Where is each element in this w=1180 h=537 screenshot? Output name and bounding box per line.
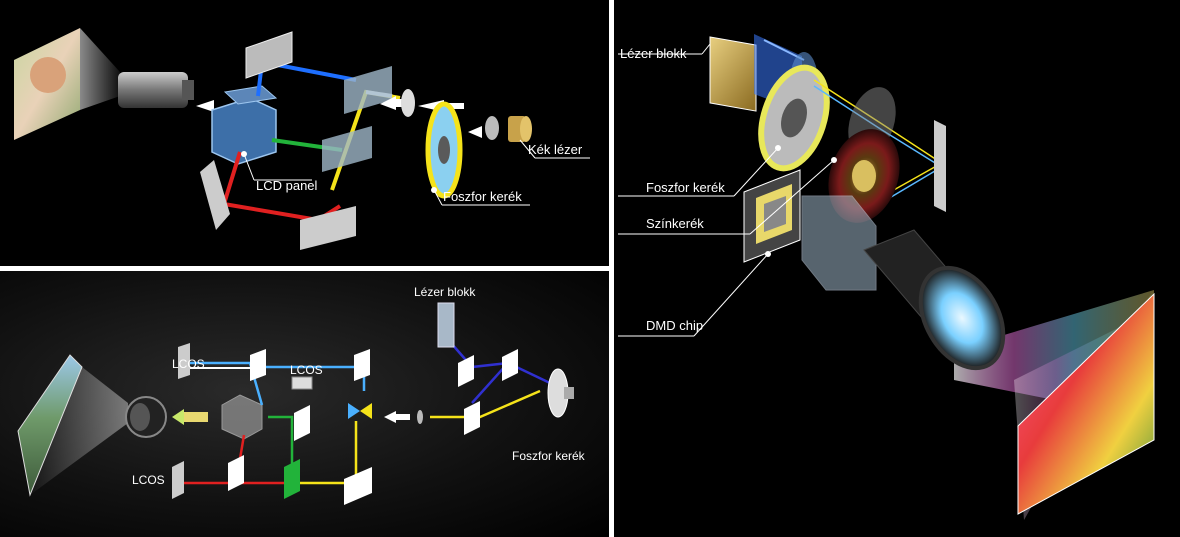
label-laser-block-dlp: Lézer blokk — [620, 46, 687, 61]
tir-prism — [801, 195, 877, 291]
mirror-top — [245, 31, 293, 79]
leader-phosphor-dlp-dot — [775, 145, 781, 151]
label-color-wheel: Színkerék — [646, 216, 704, 231]
laser-block-dlp — [709, 36, 757, 112]
condenser-lens — [401, 89, 415, 117]
label-blue-laser: Kék lézer — [528, 142, 583, 157]
leader-laser — [519, 139, 536, 159]
dichroic-green — [284, 459, 300, 499]
dichroic-mirror-1 — [344, 66, 392, 114]
label-lcos-bottom: LCOS — [132, 473, 165, 487]
dmd-chip-surface — [764, 196, 786, 232]
label-phosphor-wheel: Foszfor kerék — [443, 189, 522, 204]
leader-phosphor-dot — [431, 187, 437, 193]
laser-arrow — [468, 126, 482, 138]
lcd-optics-svg — [14, 28, 590, 250]
splitter-blue — [348, 403, 360, 419]
label-lcos-mid: LCOS — [290, 363, 323, 377]
leader-lcd-dot — [241, 151, 247, 157]
dlp-optics-svg — [618, 34, 1155, 520]
leader-color-wheel-dot — [831, 157, 837, 163]
projection-lens-front-dlp — [918, 265, 1006, 371]
leader-laser-dlp — [701, 43, 711, 55]
laser-block — [437, 302, 455, 348]
mirror-lcos-5 — [344, 467, 372, 505]
arrow-white-lcos — [384, 411, 396, 423]
dlp-projector-diagram: Lézer blokk Foszfor kerék Színkerék DMD … — [614, 0, 1180, 537]
mirror-bottom — [300, 206, 356, 250]
phosphor-wheel-hub — [438, 136, 450, 164]
cross-prism — [221, 394, 263, 440]
green-path-lcos — [268, 415, 294, 467]
arrow-into-system — [380, 96, 396, 110]
mirror-lcos-6 — [464, 401, 480, 435]
output-arrow — [172, 409, 184, 425]
label-dmd-chip: DMD chip — [646, 318, 704, 333]
dichroic-mirror-2 — [322, 126, 372, 172]
mirror-lcos-1 — [250, 349, 266, 381]
lcd-projector-diagram: LCD panel Kék lézer Foszfor kerék — [0, 0, 609, 266]
projected-face — [30, 57, 66, 93]
mirror-lcos-4 — [228, 455, 244, 491]
mirror-lcos-3 — [294, 405, 310, 441]
projection-beam — [30, 367, 128, 495]
laser-lens — [485, 116, 499, 140]
mirror-lcos-7 — [458, 355, 474, 387]
leader-phosphor-dlp — [733, 147, 779, 197]
leader-dmd — [693, 253, 769, 337]
label-phosphor-wheel-lcos: Foszfor kerék — [512, 449, 585, 463]
label-lcd-panel: LCD panel — [256, 178, 318, 193]
mirror-lcos-2 — [354, 349, 370, 381]
label-lcos-top: LCOS — [172, 357, 205, 371]
lcos-optics-svg — [17, 302, 574, 505]
lcos-chip-top — [178, 343, 190, 379]
color-wheel-hub — [852, 160, 876, 192]
lens-rear — [182, 80, 194, 100]
arrow-from-wheel-tail — [444, 103, 464, 109]
projection-beam — [80, 28, 120, 110]
blue-laser-face — [520, 116, 532, 142]
phosphor-hub-dlp — [781, 98, 807, 138]
splitter-yellow — [360, 403, 372, 419]
lcd-panel-top — [223, 85, 278, 105]
laser-blue-path — [443, 334, 512, 404]
mirror-lcos-8 — [502, 349, 518, 381]
leader-dmd-dot — [765, 251, 771, 257]
fold-mirror — [934, 120, 946, 212]
lcos-chip-bottom — [172, 461, 184, 499]
arrow-to-lens — [196, 100, 214, 112]
lcos-projector-diagram: Lézer blokk LCOS LCOS LCOS Foszfor kerék — [0, 271, 609, 537]
lcos-lens-small — [417, 410, 423, 424]
leader-lcd — [243, 153, 255, 181]
mirror-left — [200, 160, 230, 230]
projection-lens-front — [130, 403, 150, 431]
output-arrow-tail — [184, 412, 208, 422]
arrow-white-lcos-tail — [396, 414, 410, 420]
lcos-chip-mid — [291, 376, 313, 390]
projection-lens — [118, 72, 188, 108]
label-laser-block: Lézer blokk — [414, 285, 476, 299]
yellow-path-phosphor — [430, 389, 541, 419]
phosphor-motor — [564, 387, 574, 399]
leader-color-wheel — [749, 159, 835, 235]
label-phosphor-wheel-dlp: Foszfor kerék — [646, 180, 725, 195]
projected-flowers — [1017, 292, 1155, 515]
